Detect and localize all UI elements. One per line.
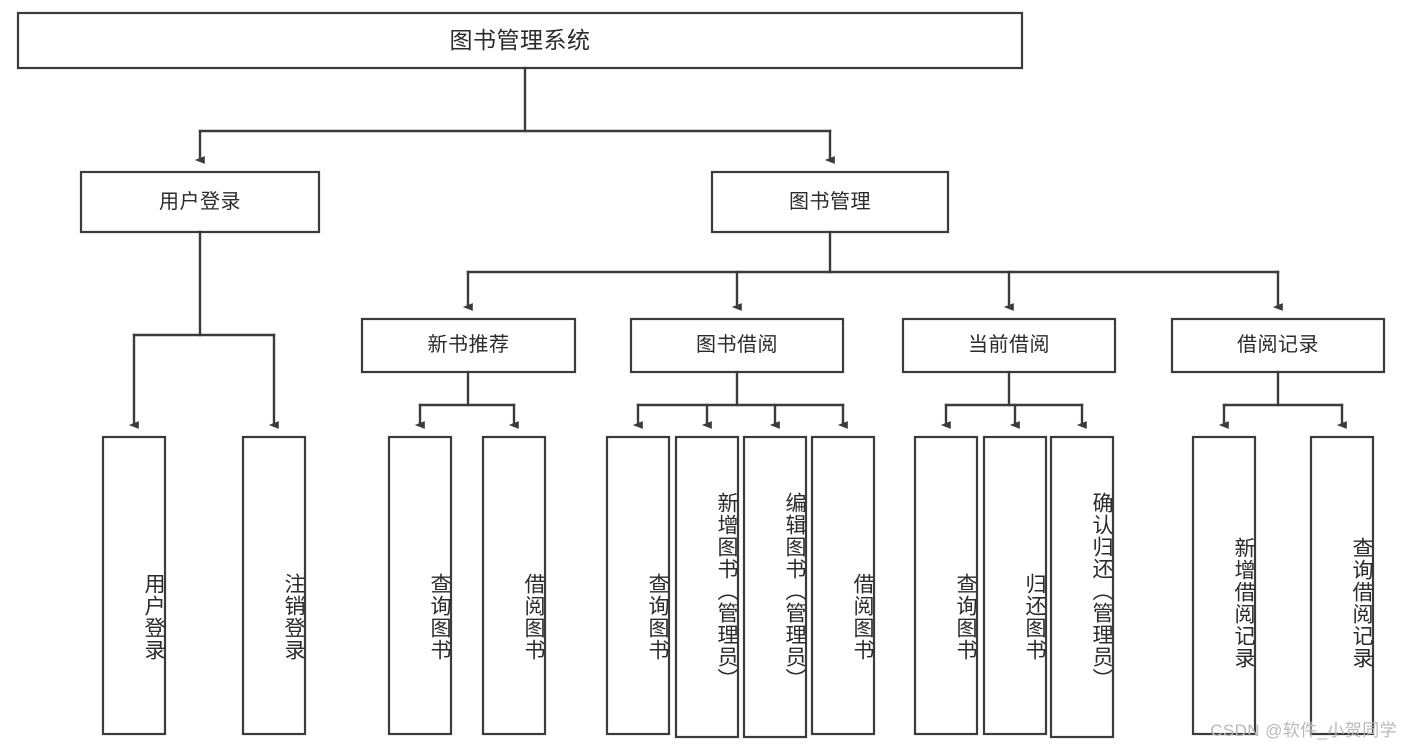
node-box-leaf-user-login-0[interactable] <box>101 435 167 736</box>
node-box-leaf-book-borrow-2[interactable] <box>742 435 808 739</box>
node-box-leaf-new-book-1[interactable] <box>481 435 547 736</box>
node-box-leaf-borrow-record-0[interactable] <box>1191 435 1257 736</box>
node-box-user-login[interactable] <box>79 170 321 234</box>
node-box-book-management[interactable] <box>710 170 950 234</box>
node-box-leaf-book-borrow-1[interactable] <box>674 435 740 739</box>
node-box-new-book-recommend[interactable] <box>360 317 577 374</box>
node-box-leaf-user-login-1[interactable] <box>241 435 307 736</box>
node-box-leaf-book-borrow-3[interactable] <box>810 435 876 736</box>
node-box-leaf-new-book-0[interactable] <box>387 435 453 736</box>
node-box-root[interactable] <box>16 11 1024 70</box>
node-box-leaf-borrow-record-1[interactable] <box>1309 435 1375 736</box>
node-box-leaf-current-borrow-0[interactable] <box>913 435 979 736</box>
watermark-text: CSDN @软件_小贺同学 <box>1210 721 1397 740</box>
node-box-book-borrow[interactable] <box>629 317 845 374</box>
node-box-current-borrow[interactable] <box>901 317 1117 374</box>
node-box-leaf-current-borrow-1[interactable] <box>982 435 1048 736</box>
node-box-leaf-current-borrow-2[interactable] <box>1049 435 1115 739</box>
node-box-borrow-record[interactable] <box>1170 317 1386 374</box>
node-box-leaf-book-borrow-0[interactable] <box>605 435 671 736</box>
